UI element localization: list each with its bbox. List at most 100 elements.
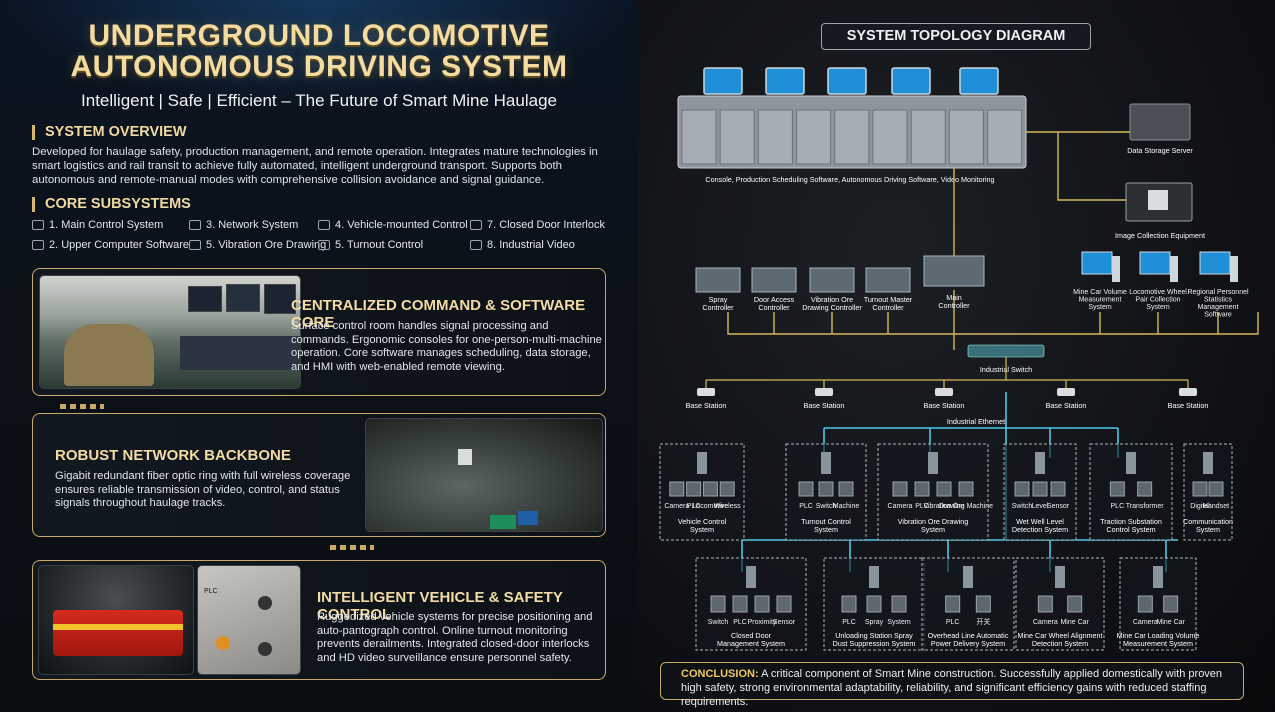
cabinet-door (834, 109, 870, 165)
data-server-label: Data Storage Server (1127, 146, 1193, 155)
device-label: Digital (1190, 503, 1210, 510)
device-icon (841, 595, 857, 613)
device-icon (1163, 595, 1179, 613)
network-icon (189, 220, 201, 230)
nvr-fan (1148, 190, 1168, 210)
subsystem-name: System (690, 525, 714, 534)
control-panel-photo: PLC (197, 565, 301, 675)
software-label: Statistics (1204, 297, 1233, 304)
indicator-lamp (216, 636, 230, 650)
switch-knob (258, 642, 272, 656)
operators (64, 324, 154, 386)
device-icon (1050, 481, 1066, 497)
router-icon (697, 388, 715, 396)
device-label: PLC (946, 619, 960, 626)
device-label: Proximity (748, 619, 777, 626)
cabinet-door (796, 109, 832, 165)
device-icon (1037, 595, 1053, 613)
cabinet-doors (681, 109, 1023, 165)
title-line-1: UNDERGROUND LOCOMOTIVE (88, 19, 550, 52)
base-station: Base Station (1046, 388, 1086, 410)
base-station-label: Base Station (924, 401, 965, 410)
subsystem-name: Dust Suppression System (833, 639, 916, 648)
switch-cabinet (746, 566, 756, 588)
base-station: Base Station (1168, 388, 1209, 410)
line (727, 312, 1259, 335)
software-label: System (1146, 304, 1170, 311)
subsystem-name: Overhead Line Automatic (928, 631, 1009, 640)
tunnel-photo (365, 418, 603, 532)
monitor-screen (765, 67, 805, 95)
device-icon (719, 481, 735, 497)
device-icon (892, 481, 908, 497)
subsystem-name: Traction Substation (1100, 517, 1162, 526)
controller-cabinet (865, 267, 911, 293)
base-station: Base Station (686, 388, 726, 410)
data-storage-server: Data Storage Server (1127, 103, 1193, 155)
console-label: Console, Production Scheduling Software,… (705, 175, 994, 184)
subsystem-name: Power Delivery System (931, 639, 1005, 648)
lock-icon (470, 220, 482, 230)
header-glow (0, 0, 638, 110)
card-title: CENTRALIZED COMMAND & SOFTWARE CORE (291, 297, 586, 331)
title-line-2: AUTONOMOUS DRIVING SYSTEM (70, 50, 568, 83)
device-label: System (887, 619, 911, 626)
subsystem-name: Mine Car Wheel Alignment (1017, 631, 1102, 640)
device-label: Camera (664, 503, 689, 510)
router-icon (1179, 388, 1197, 396)
device-label: Switch (708, 619, 729, 626)
computer-tower (1170, 256, 1178, 282)
card-title: INTELLIGENT VEHICLE & SAFETY CONTROL (317, 589, 563, 623)
card-text: Surface control room handles signal proc… (291, 320, 602, 373)
subsystem-name: Detection System (1032, 639, 1088, 648)
device-label: PLC (842, 619, 856, 626)
subsystem-name: Mine Car Loading Volume (1117, 631, 1200, 640)
software-label: Regional Personnel (1187, 289, 1249, 296)
card-vehicle-safety: PLC INTELLIGENT VEHICLE & SAFETY CONTROL… (32, 560, 606, 680)
wall-screen (264, 284, 296, 314)
computer-monitor (1139, 251, 1171, 275)
router-icon (1057, 388, 1075, 396)
power-lines (727, 131, 1259, 350)
divider-stripe (330, 545, 374, 550)
device-icon (1109, 481, 1125, 497)
controller-label: Vibration Ore (811, 295, 853, 304)
computer-icon (32, 240, 44, 250)
subsystem-item: 3. Network System (189, 219, 298, 231)
device-label: Drawing Machine (939, 503, 993, 510)
device-icon (1192, 481, 1208, 497)
device-icon (702, 481, 718, 497)
computer-tower (1112, 256, 1120, 282)
router-icon (935, 388, 953, 396)
turnout-icon (318, 240, 330, 250)
monitor-screen (827, 67, 867, 95)
device-icon (1137, 595, 1153, 613)
device-icon (866, 595, 882, 613)
device-label: Switch (1012, 503, 1033, 510)
device-icon (891, 595, 907, 613)
subsystem-item: 8. Industrial Video (470, 239, 575, 251)
subsystem-name: Closed Door (731, 631, 772, 640)
device-label: Locomotive (693, 503, 729, 510)
subsystem-name: Vehicle Control (678, 517, 727, 526)
cabinet-door (757, 109, 793, 165)
base-station: Base Station (804, 388, 844, 410)
device-label: Camera (1033, 619, 1058, 626)
monitor-screen (703, 67, 743, 95)
device-label: Machine (833, 503, 860, 510)
device-label: PLC (799, 503, 813, 510)
subsystem-name: Unloading Station Spray (835, 631, 913, 640)
computer-monitor (1199, 251, 1231, 275)
base-station-label: Base Station (1168, 401, 1209, 410)
line (773, 290, 955, 350)
switch-cabinet (1126, 452, 1136, 474)
page-title: UNDERGROUND LOCOMOTIVE AUTONOMOUS DRIVIN… (0, 20, 638, 82)
camera-device (458, 449, 472, 465)
line (1057, 132, 1126, 201)
